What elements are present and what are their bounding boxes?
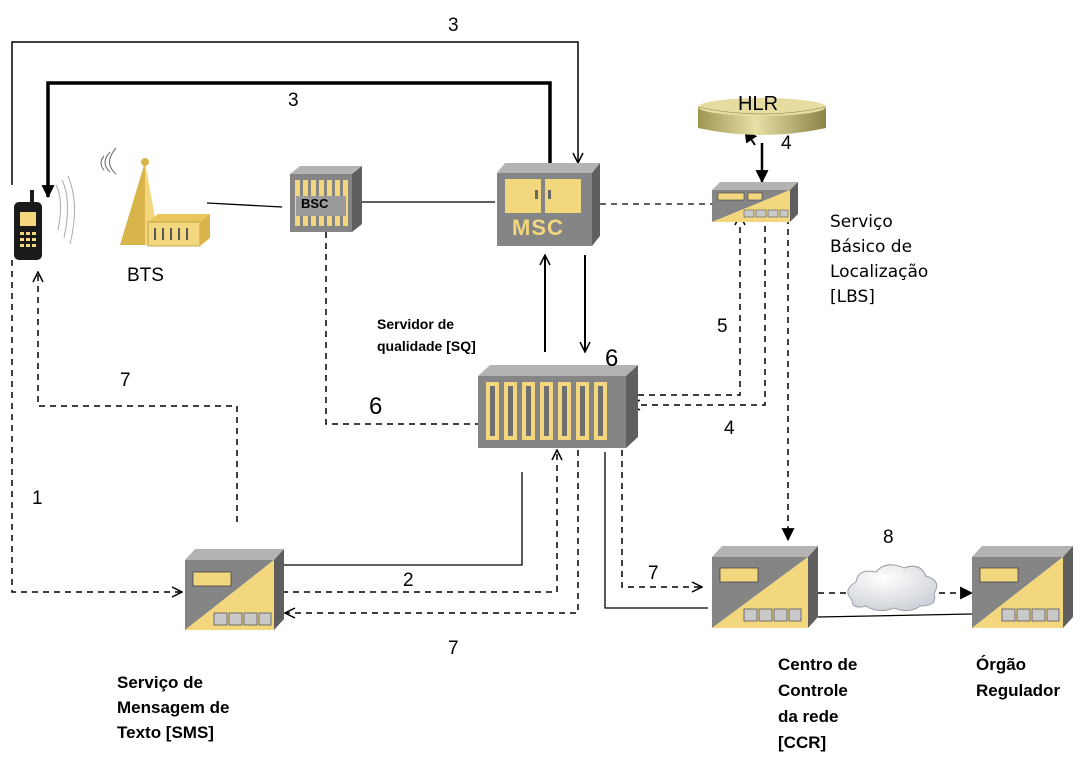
edge-label-2: 2 bbox=[403, 570, 414, 592]
sq-label: Servidor de qualidade [SQ] bbox=[377, 313, 476, 357]
edge-lbs-sq bbox=[630, 215, 765, 405]
lbs-label: Serviço Básico de Localização [LBS] bbox=[830, 210, 928, 310]
edge-label-3-thin: 3 bbox=[448, 15, 459, 37]
edge-sq-ccr bbox=[622, 450, 702, 587]
edge-sq-sms bbox=[285, 450, 578, 613]
regulador-server-icon bbox=[972, 546, 1073, 628]
network-cloud-icon bbox=[848, 565, 937, 611]
lbs-server-icon bbox=[712, 182, 798, 222]
ccr-server-icon bbox=[712, 546, 818, 628]
edge-sms-sq-solid bbox=[282, 472, 522, 565]
mobile-phone-icon bbox=[14, 176, 75, 260]
edge-3-thin bbox=[12, 42, 578, 185]
edge-label-4-sq: 4 bbox=[724, 418, 735, 440]
msc-label: MSC bbox=[512, 215, 564, 241]
edge-label-4-hlr: 4 bbox=[781, 133, 792, 155]
ccr-label: Centro de Controle da rede [CCR] bbox=[778, 652, 857, 756]
edge-label-7-ccr: 7 bbox=[648, 563, 659, 585]
bsc-label: BSC bbox=[301, 196, 328, 211]
hlr-label: HLR bbox=[738, 93, 778, 116]
edge-sq-phone bbox=[38, 272, 237, 522]
regulador-label: Órgão Regulador bbox=[976, 652, 1060, 704]
edge-label-6-bsc: 6 bbox=[369, 393, 382, 421]
sms-server-icon bbox=[185, 549, 284, 630]
edge-sq-lbs bbox=[638, 215, 740, 395]
bts-tower-icon bbox=[101, 148, 210, 246]
edge-label-6-msc: 6 bbox=[605, 345, 618, 373]
sq-server-icon bbox=[478, 365, 638, 448]
bts-label: BTS bbox=[127, 265, 164, 287]
edge-label-1: 1 bbox=[32, 488, 43, 510]
edge-label-5: 5 bbox=[717, 316, 728, 338]
edge-bts-bsc bbox=[207, 203, 282, 207]
edge-ccr-regulador-solid bbox=[818, 614, 972, 617]
edge-sms-sq bbox=[282, 450, 557, 592]
edge-label-7-sms: 7 bbox=[448, 638, 459, 660]
edge-label-3-thick: 3 bbox=[288, 90, 299, 112]
edge-label-8: 8 bbox=[883, 527, 894, 549]
edge-label-7-phone: 7 bbox=[120, 370, 131, 392]
sms-label: Serviço de Mensagem de Texto [SMS] bbox=[117, 670, 229, 745]
